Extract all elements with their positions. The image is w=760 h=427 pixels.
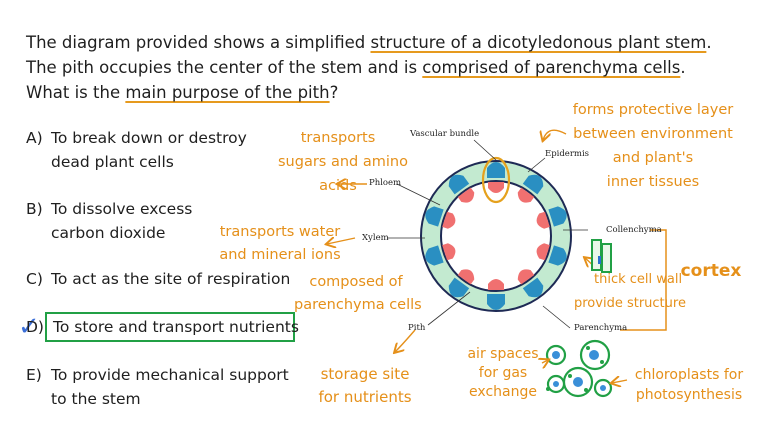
vascular-bundle: [536, 206, 567, 229]
phloem-mark: [442, 211, 456, 229]
phloem-mark: [442, 243, 456, 261]
note-cortex: cortex: [680, 261, 742, 281]
phloem-mark: [457, 187, 475, 203]
phloem-mark: [488, 182, 504, 193]
note-chloroplasts: chloroplasts for photosynthesis: [634, 367, 744, 403]
xylem-mark: [548, 206, 567, 227]
note-xylem: transports water and mineral ions: [219, 224, 341, 263]
xylem-mark: [448, 174, 470, 195]
collenchyma-cells-icon: [591, 239, 612, 273]
xylem-mark: [487, 294, 505, 310]
phloem-mark: [536, 243, 550, 261]
highlight-purpose: main purpose of the pith: [125, 83, 330, 102]
vascular-bundle: [425, 206, 456, 229]
phloem-mark: [457, 269, 475, 285]
vascular-bundle: [487, 162, 505, 193]
vascular-bundle: [448, 269, 475, 298]
selected-answer-box: [45, 312, 295, 342]
bundle-highlight: [481, 156, 511, 204]
vascular-bundles: [425, 162, 567, 310]
pith-region: [440, 180, 552, 292]
question-text: The diagram provided shows a simplified …: [26, 33, 712, 102]
label-xylem: Xylem: [362, 233, 389, 243]
xylem-mark: [425, 206, 444, 227]
phloem-mark: [517, 187, 535, 203]
xylem-mark: [548, 245, 567, 266]
vascular-bundle: [425, 243, 456, 266]
phloem-mark: [536, 211, 550, 229]
xylem-mark: [522, 174, 544, 195]
vascular-bundle: [448, 174, 475, 203]
xylem-mark: [425, 245, 444, 266]
highlight-structure: structure of a dicotyledonous plant stem: [370, 33, 707, 52]
label-collenchyma: Collenchyma: [606, 225, 662, 235]
vascular-bundle: [517, 174, 544, 203]
vascular-bundle: [536, 243, 567, 266]
label-parenchyma: Parenchyma: [574, 323, 628, 333]
note-phloem: transports sugars and amino acids: [278, 130, 408, 194]
note-collenchyma: thick cell wall provide structure: [574, 272, 686, 311]
checkmark-icon: ✓: [18, 312, 40, 342]
xylem-mark: [487, 162, 505, 178]
xylem-mark: [522, 277, 544, 298]
note-air-spaces: air spaces for gas exchange: [467, 346, 539, 400]
note-pith-composition: composed of parenchyma cells: [294, 274, 422, 313]
phloem-mark: [488, 279, 504, 290]
label-pith: Pith: [408, 323, 426, 333]
label-phloem: Phloem: [369, 178, 402, 188]
xylem-mark: [448, 277, 470, 298]
highlight-parenchyma: comprised of parenchyma cells: [422, 58, 681, 77]
phloem-mark: [517, 269, 535, 285]
label-epidermis: Epidermis: [545, 149, 590, 159]
note-epidermis: forms protective layer between environme…: [572, 102, 734, 190]
vascular-bundle: [517, 269, 544, 298]
vascular-bundle: [487, 279, 505, 310]
note-storage: storage site for nutrients: [318, 365, 412, 406]
label-vascular-bundle: Vascular bundle: [410, 129, 480, 139]
